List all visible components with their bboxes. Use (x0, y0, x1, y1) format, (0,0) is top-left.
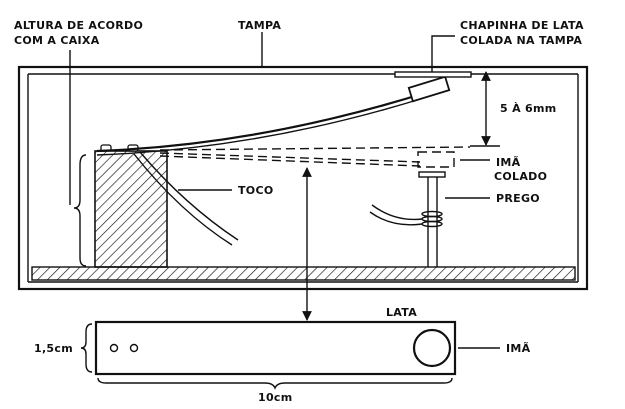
magnet-raised (407, 75, 451, 103)
blade-resting-bottom2 (159, 155, 421, 167)
label-altura-2: COM A CAIXA (14, 34, 100, 47)
tin-plate (394, 71, 472, 78)
label-ima-colado-1: IMÃ (496, 156, 521, 169)
blade-resting-top (159, 146, 471, 151)
label-tampa: TAMPA (238, 19, 281, 32)
label-length: 10cm (258, 391, 293, 404)
label-width: 1,5cm (34, 342, 73, 355)
chapinha-leader (431, 35, 455, 72)
wire-coil (369, 204, 443, 228)
label-chapinha-1: CHAPINHA DE LATA (460, 19, 584, 32)
label-altura-1: ALTURA DE ACORDO (14, 19, 143, 32)
block-wires (133, 151, 239, 246)
label-ima-colado-2: COLADO (494, 170, 547, 183)
magnet-resting (417, 151, 455, 168)
tin-strip (94, 320, 457, 376)
label-lata: LATA (386, 306, 417, 319)
blade-raised (96, 90, 429, 153)
blade-raised-edge (96, 95, 431, 156)
label-toco: TOCO (238, 184, 273, 197)
wood-block (94, 150, 168, 268)
label-chapinha-2: COLADA NA TAMPA (460, 34, 582, 47)
label-prego: PREGO (496, 192, 540, 205)
label-gap: 5 À 6mm (500, 102, 557, 115)
hole-2 (129, 343, 139, 353)
blade-resting-bottom (159, 152, 421, 163)
base-board (31, 266, 576, 281)
magnet-disc (412, 328, 452, 368)
width-brace (80, 323, 93, 373)
length-brace (97, 377, 453, 390)
altura-brace (73, 154, 87, 267)
hole-1 (109, 343, 119, 353)
label-ima: IMÃ (506, 342, 531, 355)
